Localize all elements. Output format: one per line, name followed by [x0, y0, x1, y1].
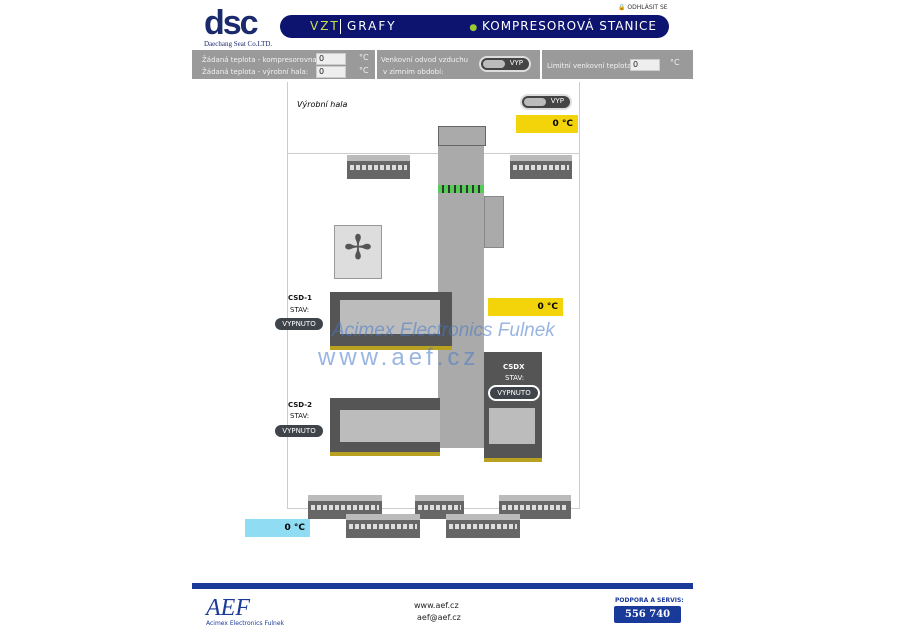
- outdoor-label-2: v zimním období:: [383, 68, 444, 76]
- setpoint-panel: Žádaná teplota - kompresorovna: 0 °C Žád…: [192, 50, 375, 79]
- csd1-state-label: STAV:: [290, 306, 310, 314]
- watermark-url: www.aef.cz: [318, 344, 480, 371]
- csd1-name: CSD-1: [288, 294, 313, 302]
- limit-panel: Limitní venkovní teplota: 0 °C: [542, 50, 693, 79]
- nav-grafy[interactable]: GRAFY: [340, 19, 397, 34]
- vent: [347, 155, 410, 179]
- duct-intake: [438, 126, 486, 146]
- limit-temp-input[interactable]: 0: [630, 59, 660, 71]
- unit-label: °C: [670, 58, 680, 67]
- csd2-unit: [330, 398, 440, 456]
- nav-section: ● KOMPRESOROVÁ STANICE: [469, 19, 657, 33]
- outdoor-toggle[interactable]: VYP: [479, 56, 531, 72]
- csd2-state-label: STAV:: [290, 412, 310, 420]
- hall-label: Žádaná teplota - výrobní hala:: [202, 68, 309, 76]
- outdoor-label: Venkovní odvod vzduchu: [381, 56, 469, 64]
- support-phone: 556 740 211: [614, 606, 681, 637]
- csdx-state-label: STAV:: [505, 374, 525, 382]
- csd1-temp: 0 °C: [488, 298, 563, 316]
- hall-label: Výrobní hala: [297, 100, 348, 109]
- hall-setpoint-input[interactable]: 0: [316, 66, 346, 78]
- outdoor-temp: 0 °C: [245, 519, 310, 537]
- hall-toggle[interactable]: VYP: [520, 94, 572, 110]
- email-link[interactable]: aef@aef.cz: [417, 613, 461, 622]
- csdx-name: CSDX: [503, 363, 525, 371]
- csdx-state-button[interactable]: VYPNUTO: [488, 385, 540, 401]
- hall-temp: 0 °C: [516, 115, 578, 133]
- top-nav: VZT GRAFY ● KOMPRESOROVÁ STANICE: [280, 15, 669, 38]
- divider: [287, 153, 579, 154]
- csd2-state-button[interactable]: VYPNUTO: [275, 425, 323, 437]
- side-damper: [484, 196, 504, 248]
- vent: [446, 514, 520, 538]
- section-title: KOMPRESOROVÁ STANICE: [482, 19, 657, 33]
- csd1-unit: [330, 292, 452, 350]
- compressor-label: Žádaná teplota - kompresorovna:: [202, 56, 320, 64]
- csd1-state-button[interactable]: VYPNUTO: [275, 318, 323, 330]
- vent: [510, 155, 572, 179]
- logout-link[interactable]: 🔒 ODHLÁSIT SE: [618, 4, 668, 11]
- web-link[interactable]: www.aef.cz: [414, 601, 459, 610]
- watermark-text: Acimex Electronics Fulnek: [332, 320, 555, 341]
- compressor-setpoint-input[interactable]: 0: [316, 53, 346, 65]
- vent: [346, 514, 420, 538]
- csdx-unit: [484, 352, 542, 462]
- support-label: PODPORA A SERVIS:: [615, 597, 684, 604]
- damper: [438, 185, 484, 193]
- outdoor-panel: Venkovní odvod vzduchu v zimním období: …: [377, 50, 540, 79]
- csd2-name: CSD-2: [288, 401, 313, 409]
- unit-label: °C: [359, 66, 369, 75]
- limit-label: Limitní venkovní teplota:: [547, 62, 634, 70]
- fan-icon: ✢: [334, 225, 382, 279]
- footer-bar: [192, 583, 693, 589]
- nav-vzt[interactable]: VZT: [310, 19, 340, 33]
- unit-label: °C: [359, 53, 369, 62]
